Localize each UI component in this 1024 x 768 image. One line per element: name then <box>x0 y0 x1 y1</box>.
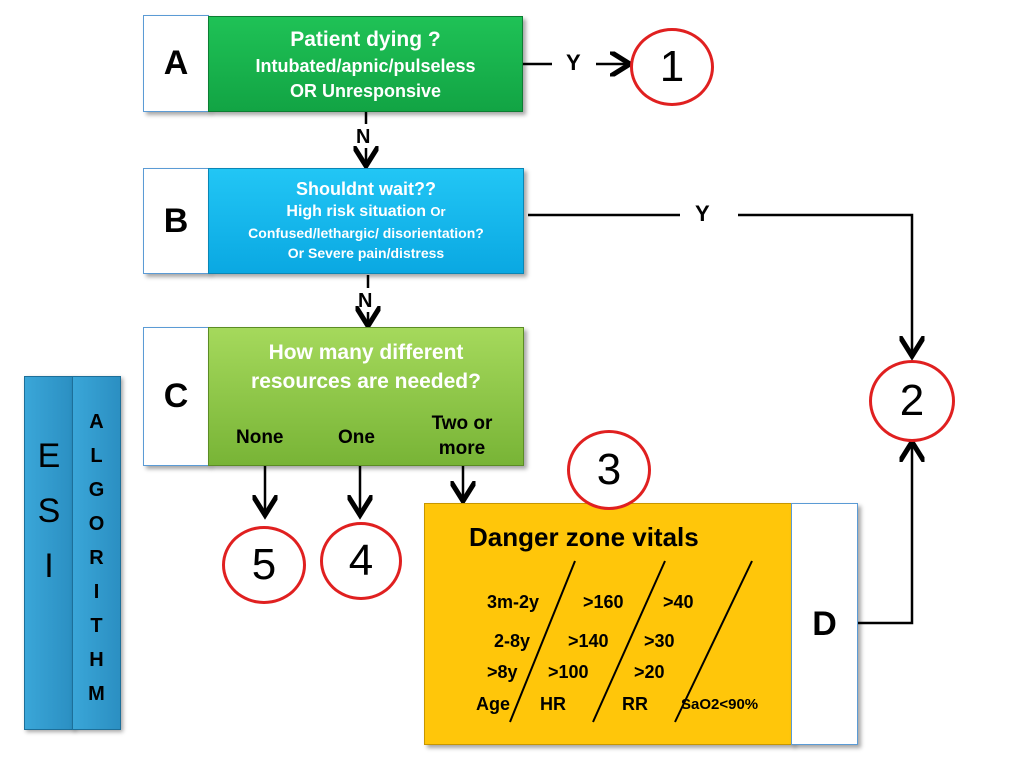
vital-age: 2-8y <box>494 631 531 651</box>
edge-b-yes-line-right <box>738 213 912 356</box>
option-one: One <box>338 427 375 448</box>
edge-b-yes-label: Y <box>695 201 710 226</box>
step-b-line4: Or Severe pain/distress <box>287 245 445 261</box>
edge-d-arrow <box>858 442 912 625</box>
outcome-1-circle: 1 <box>630 28 714 106</box>
step-c-title-line2: resources are needed? <box>251 370 481 393</box>
header-sao2: SaO2<90% <box>681 696 759 713</box>
esi-letter-e: E <box>37 437 61 475</box>
algo-letter: T <box>90 615 103 637</box>
outcome-5-circle: 5 <box>222 526 306 604</box>
vital-rr: >30 <box>644 631 675 651</box>
header-hr: HR <box>540 694 566 714</box>
algo-letter: R <box>89 547 104 569</box>
vital-age: >8y <box>487 662 518 682</box>
danger-zone-title: Danger zone vitals <box>469 522 699 552</box>
vital-age: 3m-2y <box>487 592 540 612</box>
outcome-3-circle: 3 <box>567 430 651 510</box>
step-b-line3: Confused/lethargic/ disorientation? <box>248 225 484 241</box>
algorithm-bar: A L G O R I T H M <box>72 376 121 730</box>
edge-a-yes-label: Y <box>566 50 581 75</box>
step-b-or: Or <box>430 204 446 219</box>
step-b-box: Shouldnt wait?? High risk situation Or C… <box>208 168 524 274</box>
step-b-label: B <box>143 168 209 274</box>
algo-letter: L <box>90 445 103 467</box>
option-none: None <box>236 427 284 448</box>
vital-rr: >40 <box>663 592 694 612</box>
vital-rr: >20 <box>634 662 665 682</box>
edge-b-no-label: N <box>358 290 373 312</box>
step-a-label: A <box>143 15 209 112</box>
algo-letter: H <box>89 649 104 671</box>
algo-letter: G <box>88 479 105 501</box>
step-a-line3: OR Unresponsive <box>289 81 442 101</box>
esi-letter-s: S <box>37 492 61 530</box>
outcome-4-circle: 4 <box>320 522 402 600</box>
step-c-box: How many different resources are needed?… <box>208 327 524 466</box>
algo-letter: A <box>89 411 104 433</box>
step-c-title-line1: How many different <box>268 341 464 364</box>
option-two-or-more-line2: more <box>438 438 486 459</box>
vital-hr: >160 <box>583 592 624 612</box>
outcome-2-circle: 2 <box>869 360 955 442</box>
esi-bar: E S I <box>24 376 74 730</box>
step-a-box: Patient dying ? Intubated/apnic/pulseles… <box>208 16 523 112</box>
esi-letter-i: I <box>44 547 54 585</box>
step-a-title: Patient dying ? <box>290 28 441 51</box>
danger-zone-box: Danger zone vitals 3m-2y >160 >40 2-8y >… <box>424 503 793 745</box>
header-rr: RR <box>622 694 648 714</box>
algo-letter: I <box>93 581 100 603</box>
option-two-or-more-line1: Two or <box>431 413 493 434</box>
step-b-line2: High risk situation <box>286 203 426 220</box>
algo-letter: O <box>88 513 105 535</box>
danger-zone-dividers <box>509 560 753 723</box>
header-age: Age <box>476 694 511 714</box>
edge-a-no-label: N <box>356 126 371 148</box>
step-b-title: Shouldnt wait?? <box>296 179 436 199</box>
step-a-line2: Intubated/apnic/pulseless <box>255 56 476 76</box>
step-c-label: C <box>143 327 209 466</box>
vital-hr: >140 <box>568 631 609 651</box>
algo-letter: M <box>88 683 105 705</box>
step-d-label: D <box>791 503 858 745</box>
vital-hr: >100 <box>548 662 589 682</box>
